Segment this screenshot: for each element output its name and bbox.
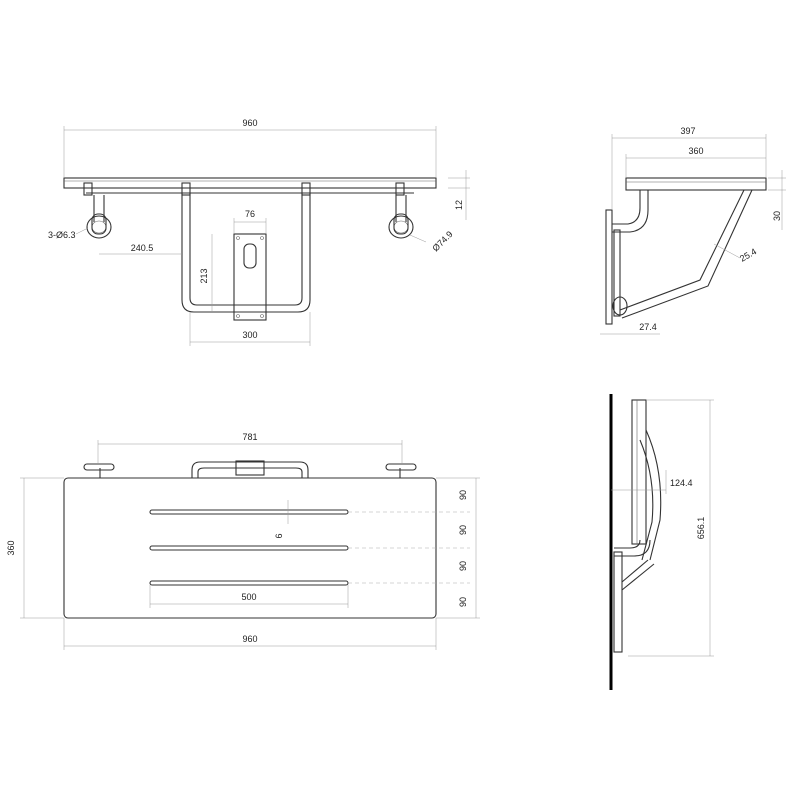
- top-view: 960 76 240.5 213 300 3-Ø6.3 Ø74.9 12: [48, 118, 470, 346]
- u-support-rail: [181, 193, 311, 313]
- side-view-folded: 124.4 656.1: [609, 394, 714, 690]
- left-wall-flange: [86, 195, 112, 239]
- slot-2: [149, 545, 349, 551]
- dim-rail-300: 300: [242, 330, 257, 340]
- dim-height-656-1: 656.1: [696, 517, 706, 540]
- dim-spacing-90-2: 90: [458, 525, 468, 535]
- seat-plate-edge: [63, 177, 437, 189]
- dim-tube-25-4: 25.4: [738, 246, 758, 263]
- dim-spacing-90-3: 90: [458, 561, 468, 571]
- slot-3: [149, 580, 349, 586]
- handle: [191, 461, 309, 478]
- dim-gap-27-4: 27.4: [639, 322, 657, 332]
- seat-side: [625, 177, 767, 191]
- dim-bracket-76: 76: [245, 209, 255, 219]
- dim-span-781: 781: [242, 432, 257, 442]
- dim-depth-360: 360: [688, 146, 703, 156]
- dim-top-960: 960: [242, 118, 257, 128]
- mounting-bracket: [233, 233, 267, 321]
- dim-seat-360: 360: [6, 540, 16, 555]
- dim-spacing-90-4: 90: [458, 597, 468, 607]
- dim-thickness-12: 12: [454, 200, 464, 210]
- support-strut: [619, 189, 745, 311]
- folded-seat: [631, 399, 647, 545]
- slot-1: [149, 509, 349, 515]
- dim-proj-124-4: 124.4: [670, 478, 693, 488]
- right-wall-flange: [388, 195, 414, 239]
- dim-spacing-90-1: 90: [458, 490, 468, 500]
- note-flange: Ø74.9: [430, 229, 454, 253]
- dim-slot-6: 6: [274, 533, 284, 538]
- dim-offset-240-5: 240.5: [131, 243, 154, 253]
- wall-plate: [605, 209, 613, 325]
- dim-rail-213: 213: [199, 268, 209, 283]
- front-view: 781 360 6 90 90 90 90 500 960: [6, 432, 480, 650]
- note-screw: 3-Ø6.3: [48, 230, 76, 240]
- dim-slot-500: 500: [241, 592, 256, 602]
- side-view-open: 397 360 30 25.4 27.4: [600, 126, 786, 335]
- dim-thickness-30: 30: [772, 211, 782, 221]
- dim-depth-397: 397: [680, 126, 695, 136]
- dim-front-960: 960: [242, 634, 257, 644]
